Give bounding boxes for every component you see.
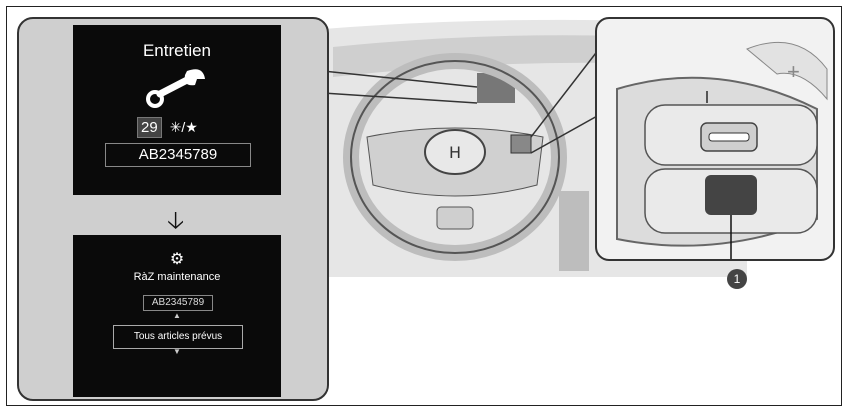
caret-down-icon: ▼ [73, 347, 281, 356]
screen1-title: Entretien [73, 41, 281, 61]
wrench-icon [145, 65, 209, 109]
caret-up-icon: ▲ [73, 311, 281, 320]
right-callout: + [595, 17, 835, 261]
days-remaining: 29 [137, 117, 162, 138]
figure-frame: H Entretien 29 ✳/★ AB2345789 🡣 ⚙ [6, 6, 842, 406]
reset-code: AB2345789 [143, 295, 213, 311]
reset-screen: ⚙ RàZ maintenance AB2345789 ▲ Tous artic… [73, 235, 281, 397]
svg-text:H: H [449, 143, 461, 162]
reset-selection[interactable]: Tous articles prévus [113, 325, 243, 349]
thumbwheel-control [705, 175, 757, 215]
gear-icon: ⚙ [73, 249, 281, 269]
svg-text:+: + [787, 59, 800, 84]
screen2-title: RàZ maintenance [73, 271, 281, 283]
maintenance-indicator-icon: ✳/★ [170, 119, 198, 136]
maintenance-screen: Entretien 29 ✳/★ AB2345789 [73, 25, 281, 195]
steering-control-illustration: + [597, 19, 835, 261]
callout-marker: 1 [727, 269, 747, 289]
days-remaining-row: 29 ✳/★ [137, 117, 198, 138]
left-callout: Entretien 29 ✳/★ AB2345789 🡣 ⚙ RàZ maint… [17, 17, 329, 401]
maintenance-code: AB2345789 [105, 143, 251, 167]
